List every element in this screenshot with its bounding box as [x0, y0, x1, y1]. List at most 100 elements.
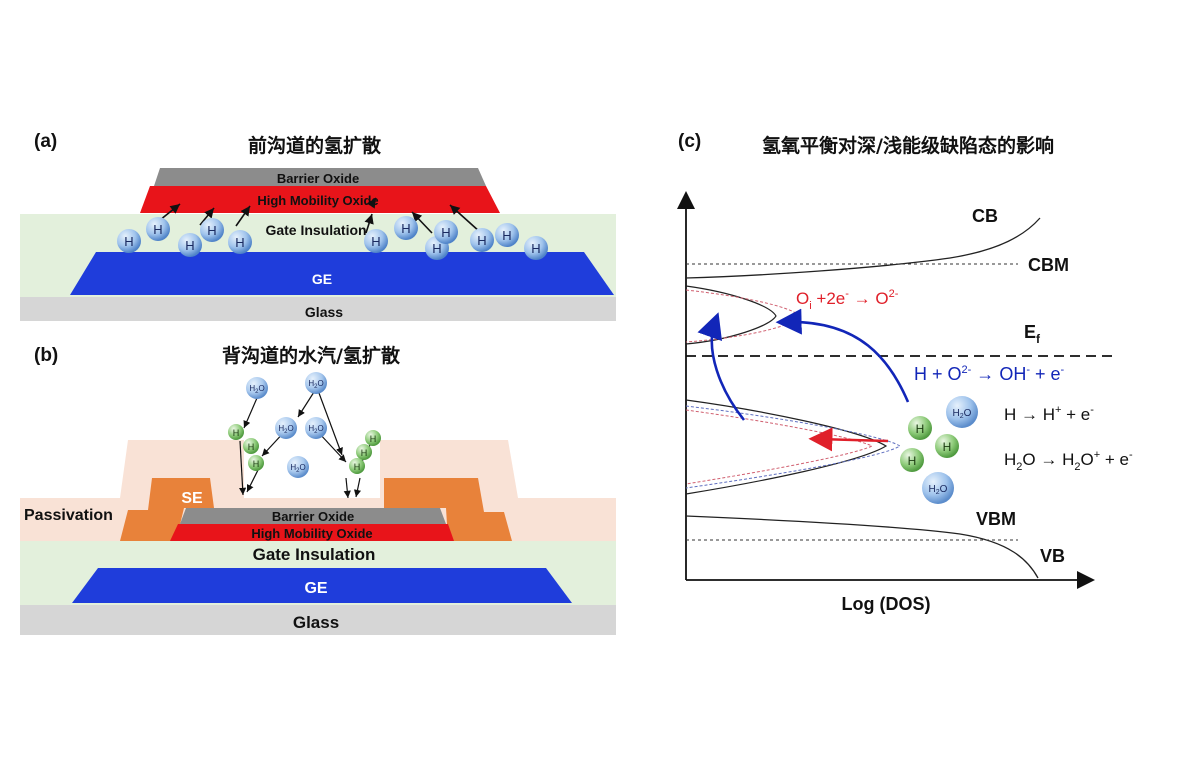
h-atoms-a: H H H H H H H H H H H H — [117, 216, 548, 260]
glass-label-a: Glass — [305, 304, 343, 320]
ef-label: Ef — [1024, 322, 1041, 346]
svg-text:H: H — [401, 221, 410, 236]
h2o-molecule: H2O — [305, 372, 327, 394]
se-left-b — [120, 478, 214, 541]
svg-text:H2O: H2O — [290, 463, 305, 474]
shallow-state-curve — [685, 285, 777, 345]
red-arrow — [808, 427, 889, 452]
svg-text:H: H — [908, 454, 917, 468]
panel-a-label: (a) — [34, 131, 58, 152]
h2o-molecule: H2O — [275, 417, 297, 439]
h-atom: H — [935, 434, 959, 458]
svg-text:H: H — [371, 234, 380, 249]
shallow-state-curve-dashed — [685, 289, 801, 343]
h-atom: H — [470, 228, 494, 252]
se-right-b — [384, 478, 512, 541]
h-atom: H — [900, 448, 924, 472]
h-atom: H — [356, 444, 372, 460]
svg-text:H: H — [943, 440, 952, 454]
hmo-layer-b — [170, 524, 454, 541]
panel-b-label: (b) — [34, 345, 59, 366]
barrier-oxide-layer-a — [154, 168, 486, 186]
ge-layer-a — [70, 252, 614, 295]
h-atom: H — [146, 217, 170, 241]
blue-arrow-curve — [775, 308, 910, 403]
vbm-label: VBM — [976, 509, 1016, 529]
svg-text:H: H — [531, 241, 540, 256]
h-atoms-b: H H H H H H — [228, 424, 381, 474]
svg-text:H: H — [207, 223, 216, 238]
barrier-oxide-label-a: Barrier Oxide — [277, 171, 359, 186]
species-cluster-c: H2O H2O H H H — [900, 396, 978, 504]
h-atom: H — [908, 416, 932, 440]
h-atom: H — [117, 229, 141, 253]
equation-water-ionization: H2O → H2O+ + e- — [1004, 449, 1133, 473]
barrier-oxide-layer-b — [180, 508, 446, 524]
panel-c-label: (c) — [678, 131, 702, 152]
h-atom: H — [394, 216, 418, 240]
svg-text:H: H — [361, 448, 368, 458]
hmo-layer-a — [140, 186, 500, 213]
svg-text:H: H — [248, 442, 255, 452]
deep-state-curve-dashed-red — [685, 409, 874, 485]
h-atom: H — [178, 233, 202, 257]
svg-text:H: H — [185, 238, 194, 253]
vb-label: VB — [1040, 546, 1065, 566]
ge-label-a: GE — [312, 271, 332, 287]
svg-text:H: H — [253, 459, 260, 469]
h2o-molecule: H2O — [305, 417, 327, 439]
svg-text:H: H — [370, 434, 377, 444]
hmo-label-b: High Mobility Oxide — [251, 526, 372, 541]
hmo-label-a: High Mobility Oxide — [257, 193, 378, 208]
svg-text:H: H — [124, 234, 133, 249]
blue-arrow-up — [697, 312, 746, 421]
h-atom: H — [364, 229, 388, 253]
panel-b-title: 背沟道的水汽/氢扩散 — [222, 345, 400, 367]
h-atom: H — [200, 218, 224, 242]
cbm-label: CBM — [1028, 255, 1069, 275]
barrier-oxide-label-b: Barrier Oxide — [272, 509, 354, 524]
h-atom: H — [434, 220, 458, 244]
svg-text:H: H — [153, 222, 162, 237]
svg-text:H: H — [235, 235, 244, 250]
vb-curve — [685, 515, 1039, 579]
panel-c-title: 氢氧平衡对深/浅能级缺陷态的影响 — [762, 135, 1054, 157]
panel-a-title: 前沟道的氢扩散 — [248, 135, 382, 157]
h-atom: H — [248, 455, 264, 471]
h2o-molecule: H2O — [246, 377, 268, 399]
equation-hydrogen-ionization: H → H+ + e- — [1004, 404, 1094, 424]
svg-text:H2O: H2O — [308, 424, 323, 435]
ge-layer-b — [72, 568, 572, 603]
h-atom: H — [228, 230, 252, 254]
h2o-molecules-b: H2O H2O H2O H2O H2O — [246, 372, 327, 478]
h2o-molecule: H2O — [946, 396, 978, 428]
glass-label-b: Glass — [293, 613, 339, 632]
h2o-molecule: H2O — [287, 456, 309, 478]
panel-b-diagram: Glass Gate Insulation GE Passivation SE … — [20, 372, 616, 635]
cb-label: CB — [972, 206, 998, 226]
h-atom: H — [243, 438, 259, 454]
panel-c-diagram: CB CBM Ef VBM VB Log (DOS) Oi +2e- → O2-… — [677, 191, 1133, 614]
h-atom: H — [349, 458, 365, 474]
svg-text:H: H — [441, 225, 450, 240]
se-label-b: SE — [181, 490, 203, 507]
svg-text:H: H — [916, 422, 925, 436]
gate-insulation-label-b: Gate Insulation — [253, 545, 376, 564]
svg-text:H2O: H2O — [278, 424, 293, 435]
svg-text:H: H — [354, 462, 361, 472]
svg-text:H: H — [432, 241, 441, 256]
gate-insulation-label-a: Gate Insulation — [265, 222, 366, 238]
svg-text:H: H — [233, 428, 240, 438]
passivation-label-b: Passivation — [24, 507, 113, 524]
svg-text:H: H — [502, 228, 511, 243]
h-atom: H — [495, 223, 519, 247]
svg-text:H2O: H2O — [953, 408, 972, 420]
panel-a-diagram: Glass GE Barrier Oxide High Mobility Oxi… — [20, 168, 616, 321]
h2o-molecule: H2O — [922, 472, 954, 504]
h-atom: H — [365, 430, 381, 446]
equation-hydrogen-oxygen: H + O2- → OH- + e- — [914, 364, 1065, 384]
svg-text:H2O: H2O — [308, 379, 323, 390]
svg-text:H: H — [477, 233, 486, 248]
x-axis-label: Log (DOS) — [842, 594, 931, 614]
cb-curve — [685, 217, 1041, 279]
